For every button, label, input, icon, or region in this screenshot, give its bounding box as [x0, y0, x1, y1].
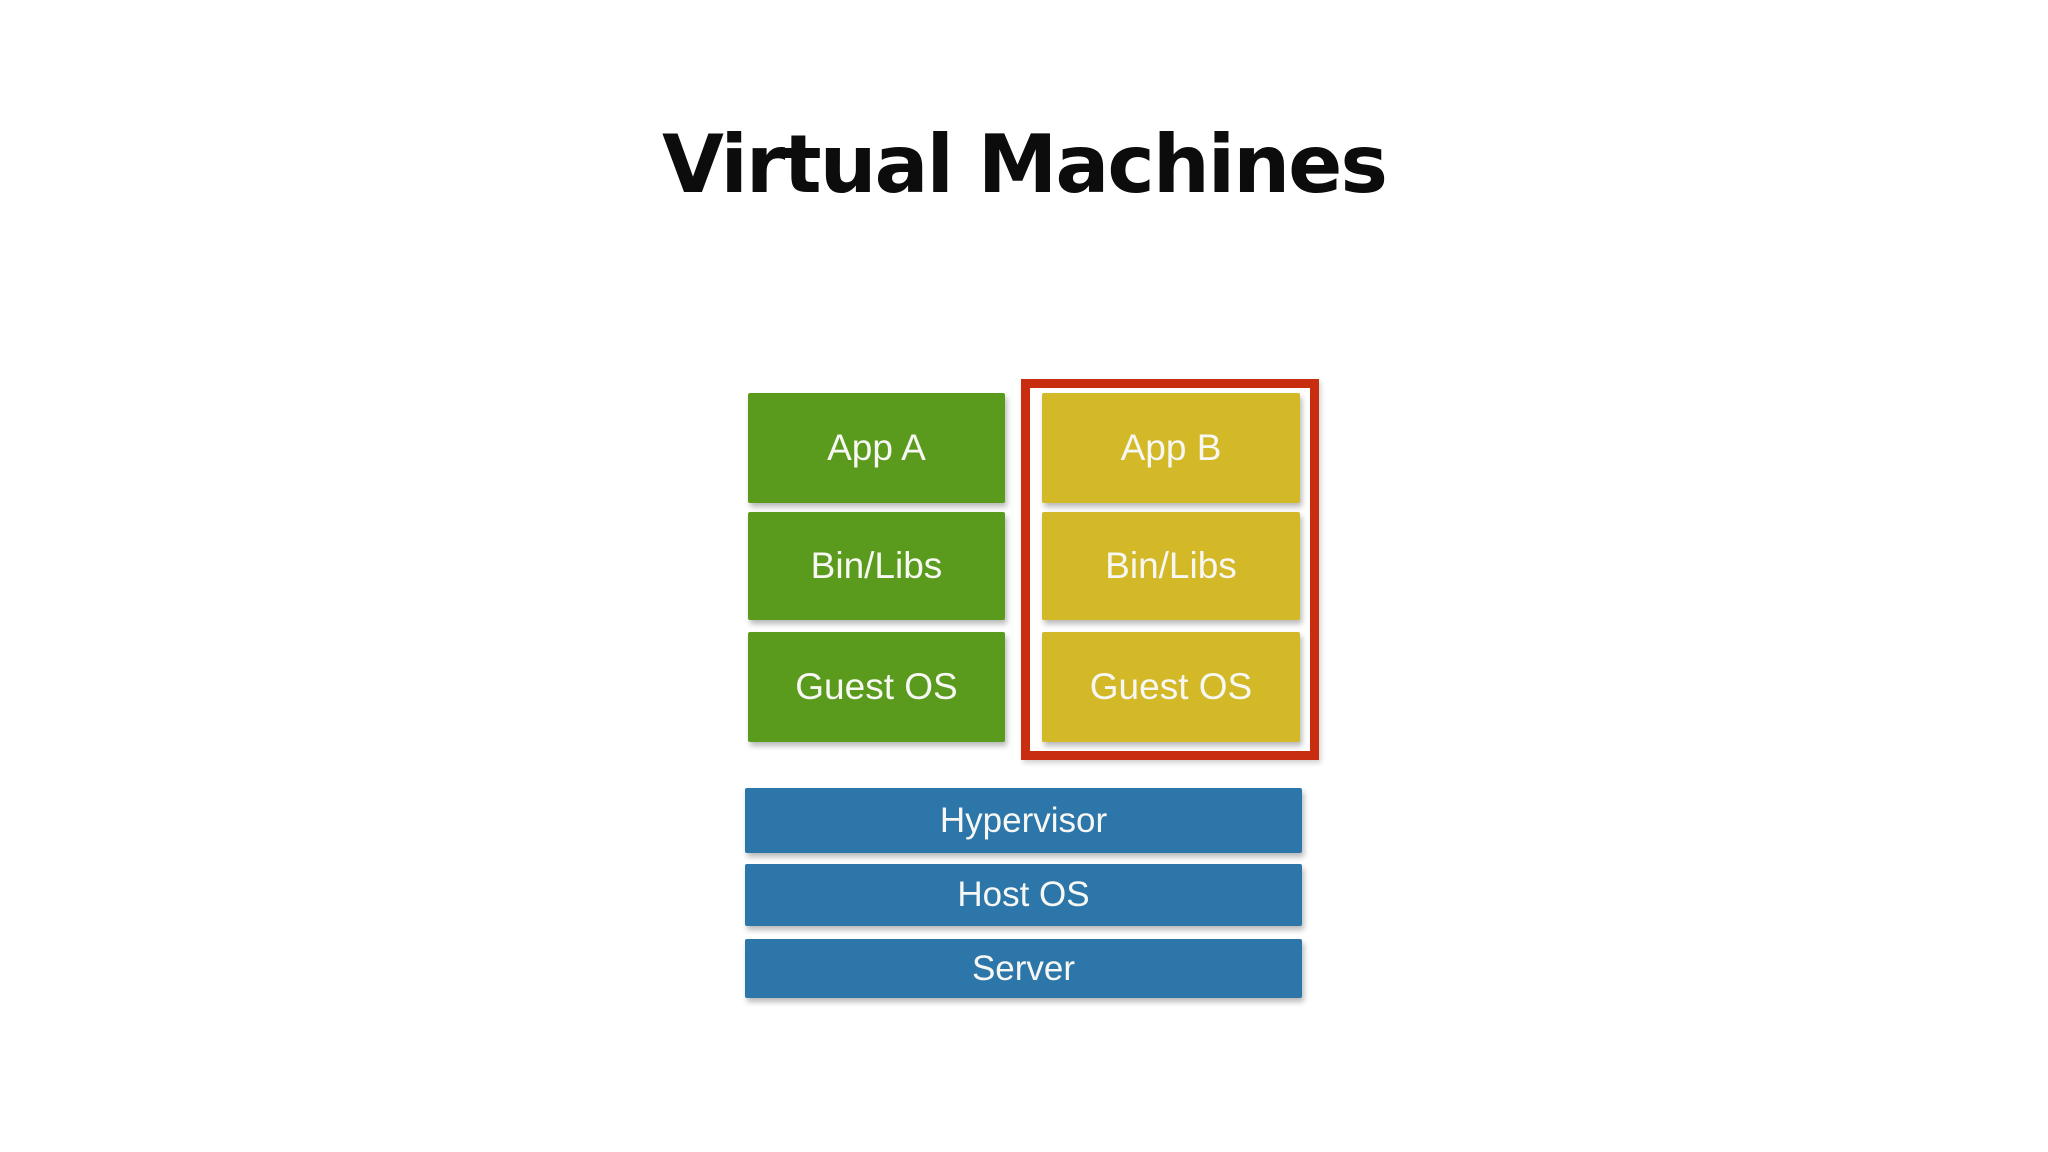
- vm-b-highlight-frame: [1021, 379, 1319, 760]
- hypervisor-bar: Hypervisor: [745, 788, 1302, 853]
- vm-a-app-box: App A: [748, 393, 1005, 503]
- vm-a-guestos-box: Guest OS: [748, 632, 1005, 742]
- vm-b-guestos-box: Guest OS: [1042, 632, 1300, 742]
- host-os-bar: Host OS: [745, 864, 1302, 926]
- vm-b-binlibs-box: Bin/Libs: [1042, 512, 1300, 620]
- slide-title: Virtual Machines: [661, 118, 1388, 211]
- vm-b-app-box: App B: [1042, 393, 1300, 503]
- server-bar: Server: [745, 939, 1302, 998]
- vm-a-binlibs-box: Bin/Libs: [748, 512, 1005, 620]
